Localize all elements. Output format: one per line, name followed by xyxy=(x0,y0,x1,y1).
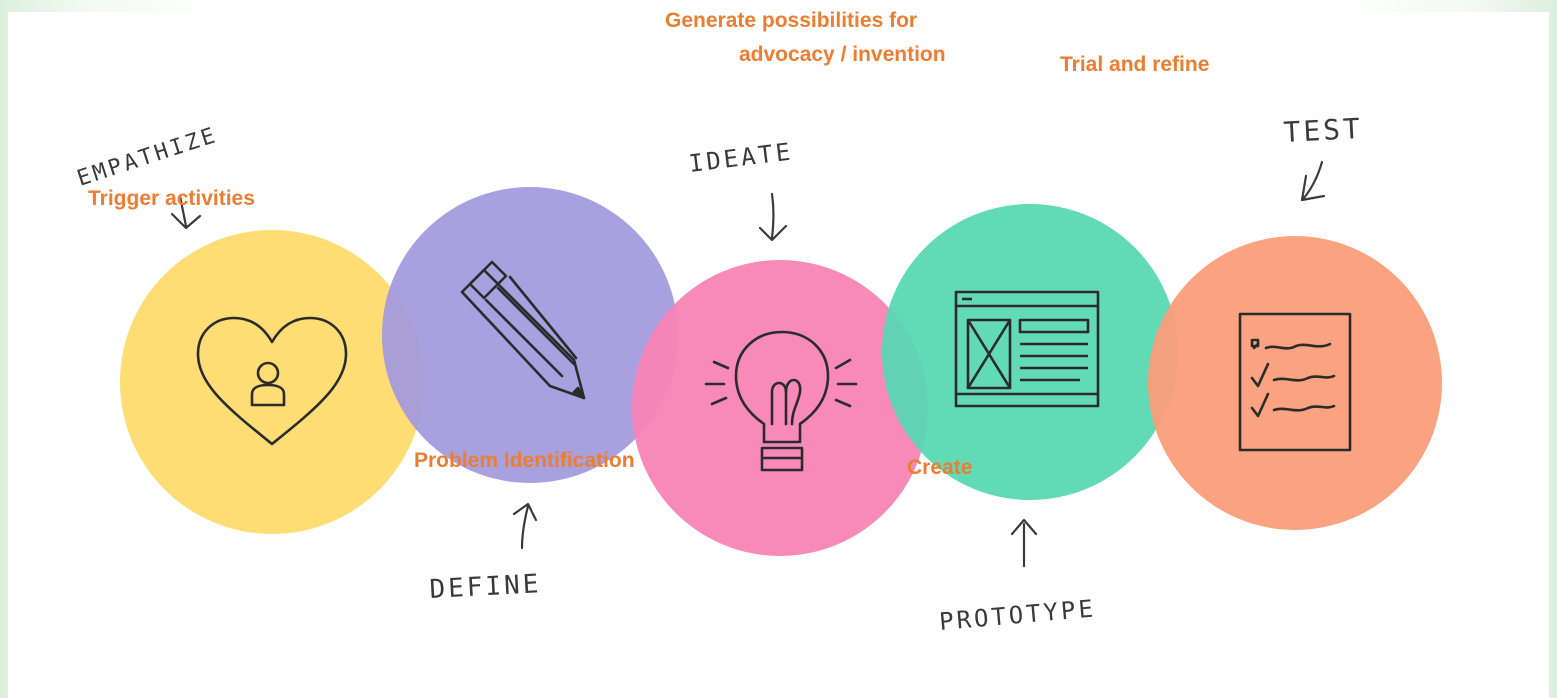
empathize-label: EMPATHIZE xyxy=(74,123,221,192)
define-circle xyxy=(382,187,678,483)
define-arrow-icon xyxy=(512,502,538,550)
pencil-icon xyxy=(460,260,586,400)
heart-person-icon xyxy=(196,316,348,446)
empathize-arrow-icon xyxy=(170,194,202,230)
ideate-circle xyxy=(632,260,928,556)
annotation-problem-identification: Problem Identification xyxy=(414,449,635,472)
lightbulb-icon xyxy=(704,330,858,472)
prototype-circle xyxy=(882,204,1178,500)
sketch-arrows xyxy=(170,160,1326,568)
annotation-create: Create xyxy=(907,456,973,479)
test-circle xyxy=(1148,236,1442,530)
annotation-trial-and-refine: Trial and refine xyxy=(1060,53,1210,76)
ideate-label: IDEATE xyxy=(687,137,794,178)
wireframe-icon xyxy=(954,290,1100,408)
prototype-arrow-icon xyxy=(1010,518,1038,568)
annotation-trigger-activities: Trigger activities xyxy=(88,187,255,210)
prototype-label: PROTOTYPE xyxy=(938,594,1097,636)
checklist-icon xyxy=(1238,312,1352,452)
annotation-generate-line1: Generate possibilities for xyxy=(665,9,918,32)
define-label: DEFINE xyxy=(429,569,542,605)
ideate-arrow-icon xyxy=(758,192,788,242)
annotation-generate-line2: advocacy / invention xyxy=(739,43,946,66)
test-label: TEST xyxy=(1283,112,1364,149)
test-arrow-icon xyxy=(1300,160,1326,202)
